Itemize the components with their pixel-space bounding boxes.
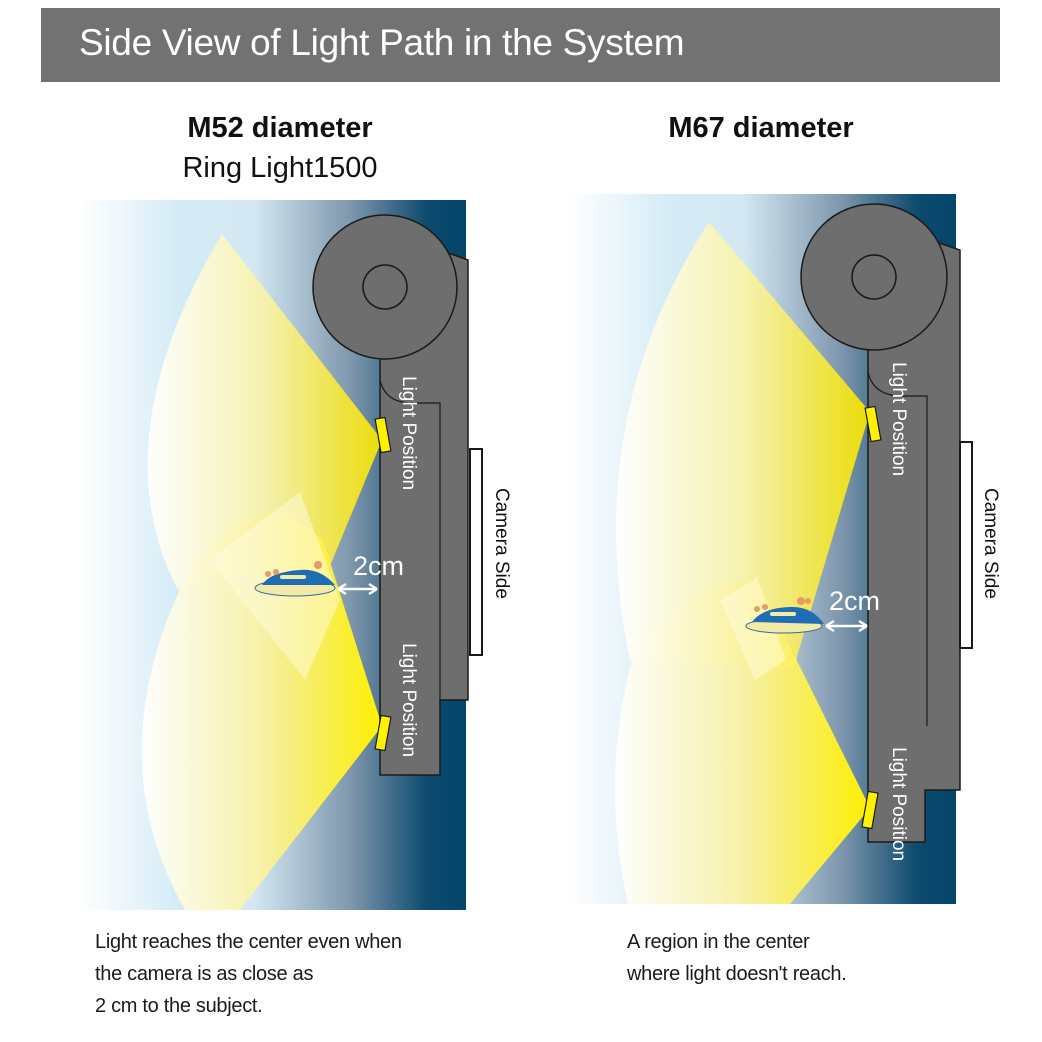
right-inner-line: [867, 371, 928, 726]
left-caption-line: the camera is as close as: [95, 963, 314, 985]
right-top-light-beam: [616, 222, 870, 670]
right-panel-heading: M67 diameter: [611, 108, 911, 148]
left-camera-side-panel: [469, 448, 483, 656]
right-caption: A region in the center where light doesn…: [627, 926, 847, 990]
left-top-light-emitter: [374, 416, 392, 454]
right-bottom-light-beam: [614, 579, 870, 904]
left-diagram: 2cm Light Position Light Position Camera…: [80, 200, 512, 910]
right-distance-label: 2cm: [829, 586, 880, 616]
right-caption-line: where light doesn't reach.: [627, 963, 847, 985]
right-diagram: 2cm Light Position Light Position Camera…: [570, 194, 1001, 904]
right-lens-inner: [851, 254, 897, 300]
page-title: Side View of Light Path in the System: [79, 22, 685, 63]
left-top-light-beam: [147, 234, 382, 590]
right-light-position-top-label: Light Position: [888, 362, 909, 476]
left-heading-main: M52 diameter: [187, 112, 373, 144]
right-heading-main: M67 diameter: [668, 112, 854, 144]
left-camera-side-label: Camera Side: [491, 488, 512, 599]
left-caption-line: Light reaches the center even when: [95, 931, 402, 953]
left-caption: Light reaches the center even when the c…: [95, 926, 402, 1022]
left-light-position-bottom-label: Light Position: [398, 643, 419, 757]
right-subject-nudibranch: [745, 597, 824, 634]
left-distance-arrow: [337, 582, 378, 596]
left-lens-inner: [362, 264, 408, 310]
title-bar: Side View of Light Path in the System: [41, 8, 1000, 82]
left-distance-label: 2cm: [353, 551, 404, 581]
left-subject-nudibranch: [254, 561, 336, 597]
right-distance-arrow: [825, 619, 868, 633]
right-camera-side-panel: [959, 441, 973, 649]
right-top-light-emitter: [864, 405, 882, 443]
right-camera-side-label: Camera Side: [980, 488, 1001, 599]
right-light-position-bottom-label: Light Position: [888, 747, 909, 861]
left-heading-sub: Ring Light1500: [182, 152, 378, 184]
left-bottom-light-emitter: [374, 714, 392, 752]
left-light-position-top-label: Light Position: [398, 376, 419, 490]
right-bottom-light-emitter: [861, 790, 879, 830]
left-inner-line: [379, 379, 441, 700]
left-caption-line: 2 cm to the subject.: [95, 995, 263, 1017]
right-caption-line: A region in the center: [627, 931, 810, 953]
left-panel-heading: M52 diameter Ring Light1500: [130, 108, 430, 188]
